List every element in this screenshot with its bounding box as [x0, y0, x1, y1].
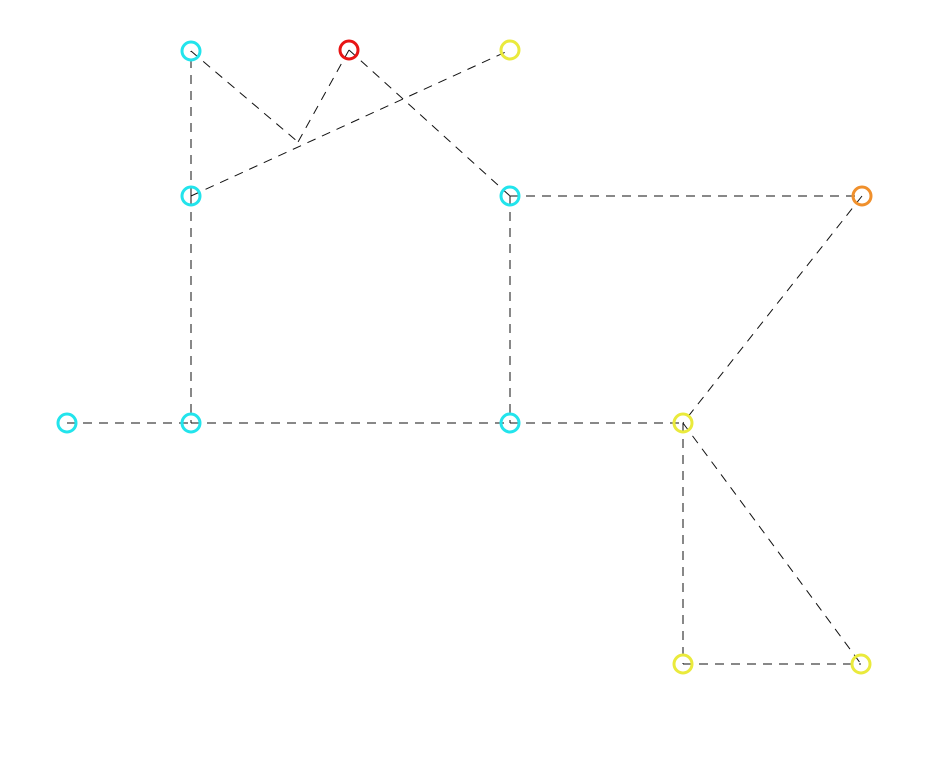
edge-r1-junction [297, 49, 350, 143]
nodes-layer [56, 39, 873, 675]
node-y2-yellow[interactable] [672, 412, 694, 434]
edge-o1-y2 [682, 195, 863, 424]
edge-c1-junction [190, 50, 299, 143]
node-r1-red[interactable] [338, 39, 360, 61]
node-c2-cyan[interactable] [180, 185, 202, 207]
node-y3-yellow[interactable] [672, 653, 694, 675]
edge-y2-y4 [682, 422, 862, 665]
edge-c2-y1 [190, 49, 511, 197]
node-c1-cyan[interactable] [180, 40, 202, 62]
node-c5-cyan[interactable] [180, 412, 202, 434]
node-y4-yellow[interactable] [850, 653, 872, 675]
node-y1-yellow[interactable] [499, 39, 521, 61]
edge-r1-c3 [348, 49, 511, 197]
node-c6-cyan[interactable] [499, 412, 521, 434]
node-c4-cyan[interactable] [56, 412, 78, 434]
edges-layer [67, 49, 863, 665]
node-c3-cyan[interactable] [499, 185, 521, 207]
node-o1-orange[interactable] [851, 185, 873, 207]
